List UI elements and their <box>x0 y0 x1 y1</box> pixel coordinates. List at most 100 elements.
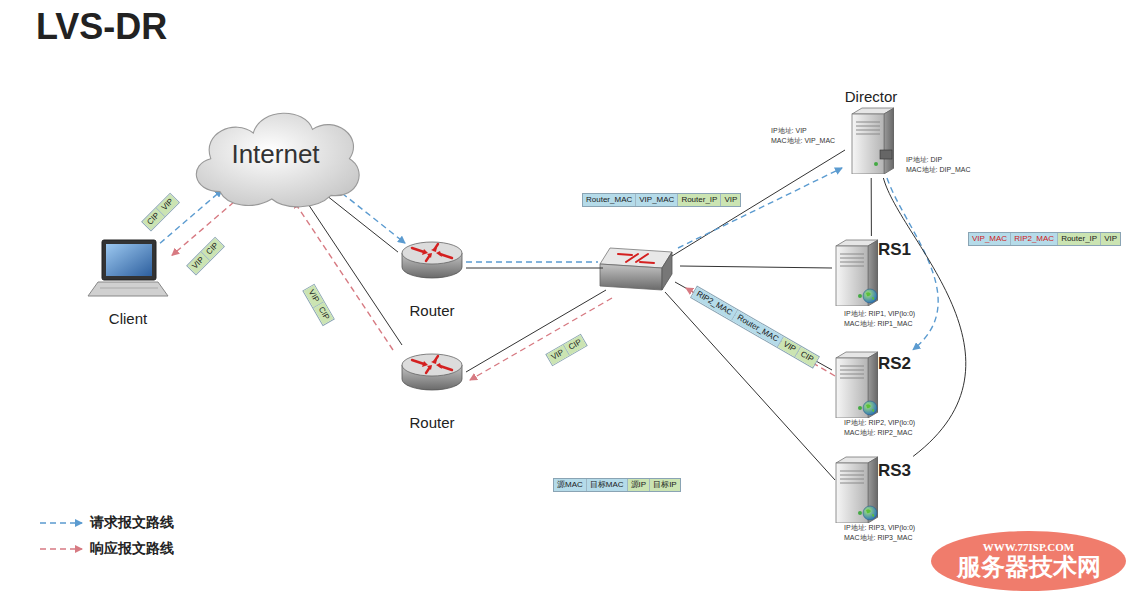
switch-icon <box>600 264 662 290</box>
client-laptop <box>106 244 152 276</box>
address-label: IP地址: VIP <box>770 127 808 135</box>
packet-header: VIP_MACRIP2_MACRouter_IPVIP <box>968 232 1121 246</box>
server-icon <box>863 506 877 520</box>
node-name: Router <box>409 302 454 319</box>
packet-field: VIP <box>721 194 740 206</box>
server-icon <box>836 352 878 418</box>
cloud-outline <box>196 113 359 207</box>
address-label: MAC地址: RIP2_MAC <box>843 429 913 437</box>
packet-field: VIP_MAC <box>969 233 1011 245</box>
packet-header: VIPCIP <box>186 236 225 275</box>
client-node: Client <box>90 236 166 328</box>
network-wire <box>466 268 603 269</box>
response-route <box>470 298 612 380</box>
switch-icon <box>618 254 654 263</box>
switch-icon <box>640 262 654 263</box>
connector <box>334 187 405 243</box>
server-icon <box>852 108 894 174</box>
router-node: Router <box>398 234 466 324</box>
packet-field: Router_MAC <box>732 310 784 347</box>
server-icon <box>863 401 877 415</box>
packet-field: 目标IP <box>650 479 680 491</box>
internet-cloud: Internet <box>183 100 368 210</box>
packet-field: 源MAC <box>554 479 587 491</box>
badge-outline <box>931 531 1126 591</box>
client-laptop <box>100 288 158 289</box>
legend-text: 响应报文路线 <box>90 540 174 556</box>
server-icon <box>836 240 878 306</box>
real-server: RS1 <box>830 236 913 308</box>
node-name: Router <box>409 414 454 431</box>
watermark-badge: WWW.77ISP.COM服务器技术网 <box>931 531 1126 591</box>
client-laptop <box>102 240 156 280</box>
packet-key: 源MAC目标MAC源IP目标IP <box>553 478 681 492</box>
director-server: Director <box>839 86 903 178</box>
packet-field: 源IP <box>628 479 651 491</box>
packet-header: Router_MACVIP_MACRouter_IPVIP <box>582 193 741 207</box>
connector <box>303 196 402 345</box>
packet-field: Router_MAC <box>583 194 636 206</box>
address-label: MAC地址: RIP3_MAC <box>843 534 913 542</box>
client-laptop <box>88 282 168 296</box>
server-icon <box>863 289 877 303</box>
server-icon <box>836 240 878 306</box>
packet-header: VIPCIP <box>302 284 335 327</box>
network-wire <box>675 282 832 370</box>
network-wire <box>680 266 832 268</box>
switch-icon <box>636 254 648 262</box>
diagram-title: LVS-DR <box>36 6 167 48</box>
legend-item: 请求报文路线 <box>90 514 174 532</box>
packet-field: RIP2_MAC <box>1011 233 1058 245</box>
server-icon <box>852 108 894 174</box>
packet-header: CIPVIP <box>141 192 180 231</box>
router-icon <box>402 354 462 390</box>
address-label: IP地址: DIP <box>905 156 943 164</box>
router-icon <box>402 242 462 278</box>
router-node: Router <box>398 345 466 435</box>
connector <box>172 202 234 255</box>
request-route <box>678 168 842 248</box>
router-icon <box>402 242 462 278</box>
address-label: MAC地址: VIP_MAC <box>770 137 836 145</box>
legend-sample <box>40 523 82 549</box>
legend-sample <box>40 548 82 550</box>
server-icon <box>836 352 878 418</box>
packet-field: VIP <box>1101 233 1120 245</box>
node-name: Director <box>845 88 898 105</box>
router-icon <box>402 354 462 390</box>
request-route <box>466 168 842 262</box>
switch-icon <box>618 254 632 255</box>
network-wire <box>665 292 835 480</box>
packet-header: VIPCIP <box>545 334 588 367</box>
watermark-text: 服务器技术网 <box>957 554 1101 582</box>
legend-item: 响应报文路线 <box>90 540 174 558</box>
client-laptop <box>88 240 168 296</box>
node-name: Client <box>109 310 147 327</box>
request-route <box>466 261 598 262</box>
cloud-label: Internet <box>231 140 319 170</box>
packet-field: CIP <box>795 347 818 367</box>
address-label: IP地址: RIP1, VIP(lo:0) <box>843 310 916 318</box>
real-server: RS3 <box>830 453 913 523</box>
server-icon <box>880 150 892 159</box>
legend-text: 请求报文路线 <box>90 514 174 530</box>
packet-field: Router_IP <box>1058 233 1101 245</box>
packet-field: Router_IP <box>678 194 721 206</box>
server-icon <box>836 457 878 523</box>
packet-field: 目标MAC <box>587 479 628 491</box>
connector <box>294 201 393 350</box>
packet-field: RIP2_MAC <box>691 287 738 321</box>
response-route <box>470 288 835 380</box>
watermark-text: WWW.77ISP.COM <box>983 541 1074 554</box>
address-label: IP地址: RIP3, VIP(lo:0) <box>843 524 916 532</box>
node-name: RS2 <box>878 354 911 374</box>
node-name: RS3 <box>878 461 911 481</box>
address-label: IP地址: RIP2, VIP(lo:0) <box>843 419 916 427</box>
real-server: RS2 <box>830 348 913 418</box>
address-label: MAC地址: DIP_MAC <box>905 166 972 174</box>
switch-icon <box>662 252 672 290</box>
network-wire <box>466 290 606 372</box>
address-label: MAC地址: RIP1_MAC <box>843 320 913 328</box>
